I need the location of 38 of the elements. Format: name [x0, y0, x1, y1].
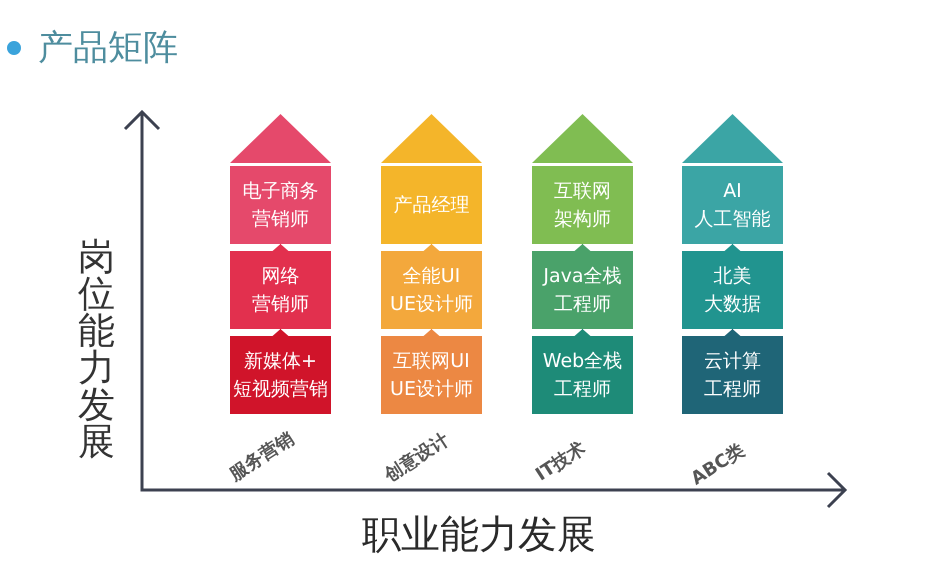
box-label: 产品经理 [394, 193, 470, 218]
stacked-box [532, 251, 633, 329]
stacked-box [381, 251, 482, 329]
box-label: Web全栈工程师 [542, 349, 622, 402]
house-box [682, 114, 783, 244]
arrow [724, 328, 740, 336]
box-label: 互联网架构师 [554, 179, 611, 232]
stacked-box [230, 251, 331, 329]
house-box [381, 114, 482, 244]
box-label: 云计算工程师 [704, 349, 761, 402]
stacked-box [381, 336, 482, 414]
box-label: 新媒体+短视频营销 [233, 349, 328, 402]
arrow [724, 244, 740, 252]
box-label: AI 人工智能 [694, 179, 770, 232]
box-label: 网络营销师 [252, 264, 309, 317]
box-label: 北美大数据 [704, 264, 761, 317]
stacked-box [532, 336, 633, 414]
house-box [532, 114, 633, 244]
box-label: 互联网UI UE设计师 [390, 349, 473, 402]
box-label: Java全栈工程师 [543, 264, 622, 317]
arrow [424, 244, 440, 252]
axis-title: 职业能力发展 [362, 514, 596, 556]
arrow [272, 328, 288, 336]
category-label: IT技术 [532, 438, 590, 486]
house-box [230, 114, 331, 244]
title: 产品矩阵 [38, 27, 178, 69]
stacked-box [682, 336, 783, 414]
category-label: 创意设计 [381, 430, 453, 486]
arrow [424, 328, 440, 336]
stacked-box [682, 251, 783, 329]
axis-title: 岗位能力发展 [78, 238, 115, 460]
stacked-box [230, 336, 331, 414]
box-label: 电子商务营销师 [242, 179, 318, 232]
box-label: 全能UI UE设计师 [390, 264, 473, 317]
arrow [574, 244, 590, 252]
arrow [574, 328, 590, 336]
arrow [272, 244, 288, 252]
category-label: 服务营销 [226, 429, 298, 485]
